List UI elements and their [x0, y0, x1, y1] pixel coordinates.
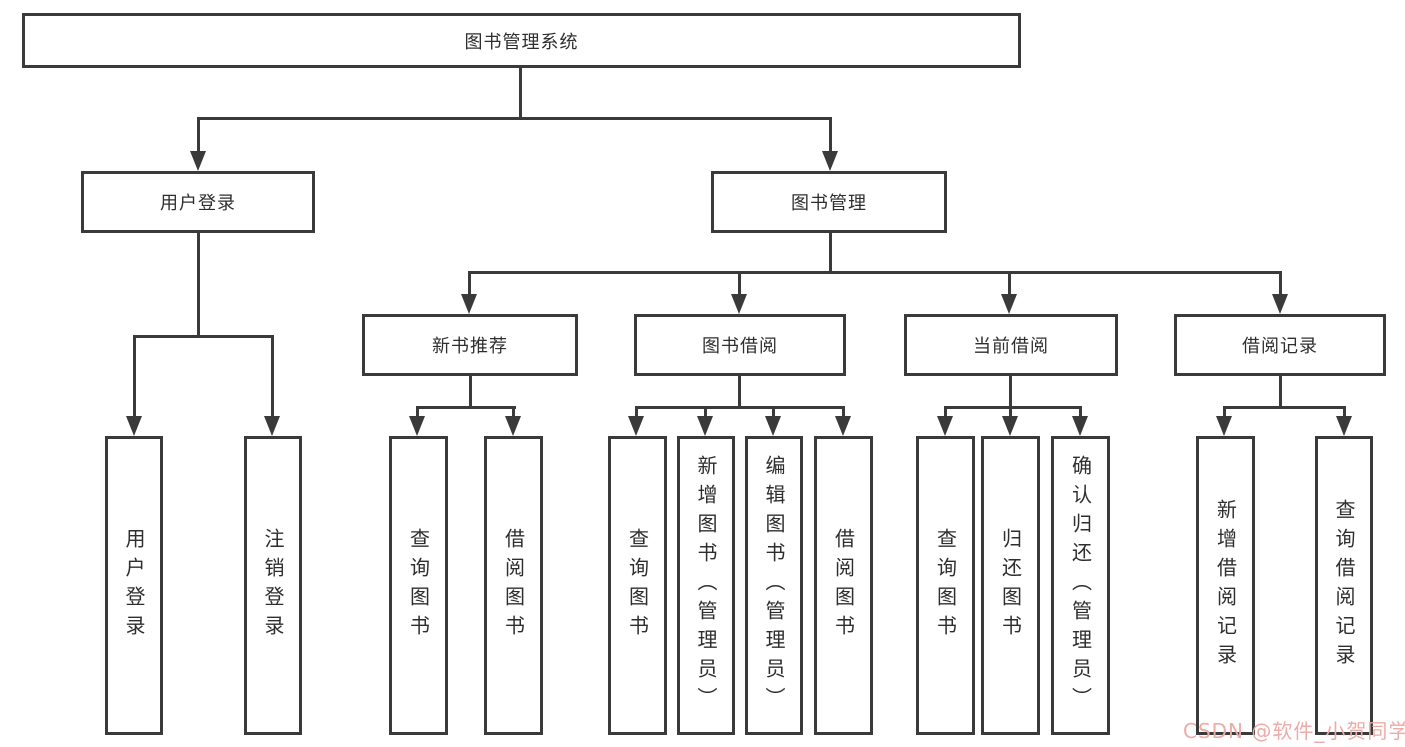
- connector-line: [469, 376, 472, 408]
- connector-line: [1009, 376, 1012, 408]
- arrow-down-icon: [461, 294, 477, 314]
- arrow-down-icon: [409, 416, 425, 436]
- connector-line: [1223, 406, 1226, 417]
- leaf-return-books: 归还图书: [981, 436, 1040, 735]
- connector-line: [416, 406, 516, 409]
- connector-line: [197, 117, 831, 120]
- leaf-confirm-return-admin-label: 确认归还（管理员）: [1068, 455, 1093, 716]
- node-user-login-label: 用户登录: [160, 193, 236, 214]
- arrow-down-icon: [505, 416, 521, 436]
- leaf-edit-books-admin-label: 编辑图书（管理员）: [762, 455, 786, 716]
- leaf-query-borrow-record-label: 查询借阅记录: [1332, 498, 1356, 673]
- leaf-add-books-admin: 新增图书（管理员）: [677, 436, 735, 735]
- leaf-logout-label: 注销登录: [261, 527, 285, 644]
- node-book-management: 图书管理: [711, 171, 947, 233]
- leaf-query-books-recommend: 查询图书: [389, 436, 448, 735]
- node-library-system-label: 图书管理系统: [464, 31, 579, 53]
- connector-line: [1279, 271, 1282, 295]
- connector-line: [1008, 271, 1011, 295]
- node-book-borrow: 图书借阅: [634, 314, 846, 376]
- connector-line: [1009, 406, 1012, 417]
- connector-line: [133, 335, 274, 338]
- connector-line: [738, 271, 741, 295]
- connector-line: [512, 406, 515, 417]
- connector-line: [635, 406, 638, 417]
- leaf-query-books-recommend-label: 查询图书: [406, 527, 431, 644]
- arrow-down-icon: [1216, 416, 1232, 436]
- arrow-down-icon: [937, 416, 953, 436]
- leaf-query-borrow-record: 查询借阅记录: [1315, 436, 1373, 735]
- connector-line: [271, 335, 274, 416]
- connector-line: [416, 406, 419, 417]
- node-borrow-records: 借阅记录: [1174, 314, 1386, 376]
- arrow-down-icon: [822, 151, 838, 171]
- leaf-add-books-admin-label: 新增图书（管理员）: [694, 455, 718, 716]
- connector-line: [1279, 376, 1282, 408]
- node-book-management-label: 图书管理: [791, 193, 867, 214]
- arrow-down-icon: [1001, 294, 1017, 314]
- leaf-borrow-books-label: 借阅图书: [831, 527, 856, 644]
- leaf-add-borrow-record: 新增借阅记录: [1196, 436, 1255, 735]
- connector-line: [829, 117, 832, 153]
- node-library-system: 图书管理系统: [22, 13, 1021, 68]
- arrow-down-icon: [264, 416, 280, 436]
- leaf-add-borrow-record-label: 新增借阅记录: [1213, 498, 1238, 673]
- arrow-down-icon: [1336, 416, 1352, 436]
- node-user-login: 用户登录: [81, 171, 315, 233]
- connector-line: [944, 406, 1082, 409]
- connector-line: [133, 335, 136, 416]
- leaf-query-books-current-label: 查询图书: [933, 527, 958, 644]
- arrow-down-icon: [765, 416, 781, 436]
- arrow-down-icon: [1002, 416, 1018, 436]
- leaf-borrow-books-recommend-label: 借阅图书: [501, 527, 526, 644]
- node-book-borrow-label: 图书借阅: [702, 336, 778, 357]
- connector-line: [519, 68, 522, 118]
- leaf-logout: 注销登录: [244, 436, 302, 735]
- arrow-down-icon: [1072, 416, 1088, 436]
- leaf-borrow-books: 借阅图书: [814, 436, 873, 735]
- connector-line: [197, 233, 200, 337]
- node-new-book-recommend: 新书推荐: [362, 314, 578, 376]
- connector-line: [1079, 406, 1082, 417]
- connector-line: [468, 271, 1282, 274]
- connector-line: [704, 406, 707, 417]
- node-current-borrow-label: 当前借阅: [973, 336, 1049, 357]
- connector-line: [772, 406, 775, 417]
- leaf-return-books-label: 归还图书: [998, 527, 1023, 644]
- leaf-query-books-borrow-label: 查询图书: [625, 527, 650, 644]
- csdn-watermark: CSDN @软件_小贺同学: [1183, 719, 1405, 743]
- arrow-down-icon: [1272, 294, 1288, 314]
- connector-line: [468, 271, 471, 295]
- connector-line: [842, 406, 845, 417]
- node-borrow-records-label: 借阅记录: [1242, 336, 1318, 357]
- arrow-down-icon: [731, 294, 747, 314]
- leaf-borrow-books-recommend: 借阅图书: [484, 436, 543, 735]
- leaf-edit-books-admin: 编辑图书（管理员）: [745, 436, 803, 735]
- connector-line: [1223, 406, 1346, 409]
- arrow-down-icon: [190, 151, 206, 171]
- connector-line: [829, 233, 832, 273]
- arrow-down-icon: [697, 416, 713, 436]
- leaf-user-login: 用户登录: [105, 436, 163, 735]
- leaf-query-books-borrow: 查询图书: [608, 436, 667, 735]
- connector-line: [944, 406, 947, 417]
- arrow-down-icon: [628, 416, 644, 436]
- leaf-user-login-label: 用户登录: [122, 527, 146, 644]
- arrow-down-icon: [126, 416, 142, 436]
- connector-line: [1343, 406, 1346, 417]
- node-new-book-recommend-label: 新书推荐: [432, 336, 508, 357]
- connector-line: [197, 117, 200, 153]
- arrow-down-icon: [835, 416, 851, 436]
- node-current-borrow: 当前借阅: [904, 314, 1118, 376]
- connector-line: [738, 376, 741, 408]
- leaf-query-books-current: 查询图书: [916, 436, 975, 735]
- leaf-confirm-return-admin: 确认归还（管理员）: [1051, 436, 1110, 735]
- connector-line: [635, 406, 845, 409]
